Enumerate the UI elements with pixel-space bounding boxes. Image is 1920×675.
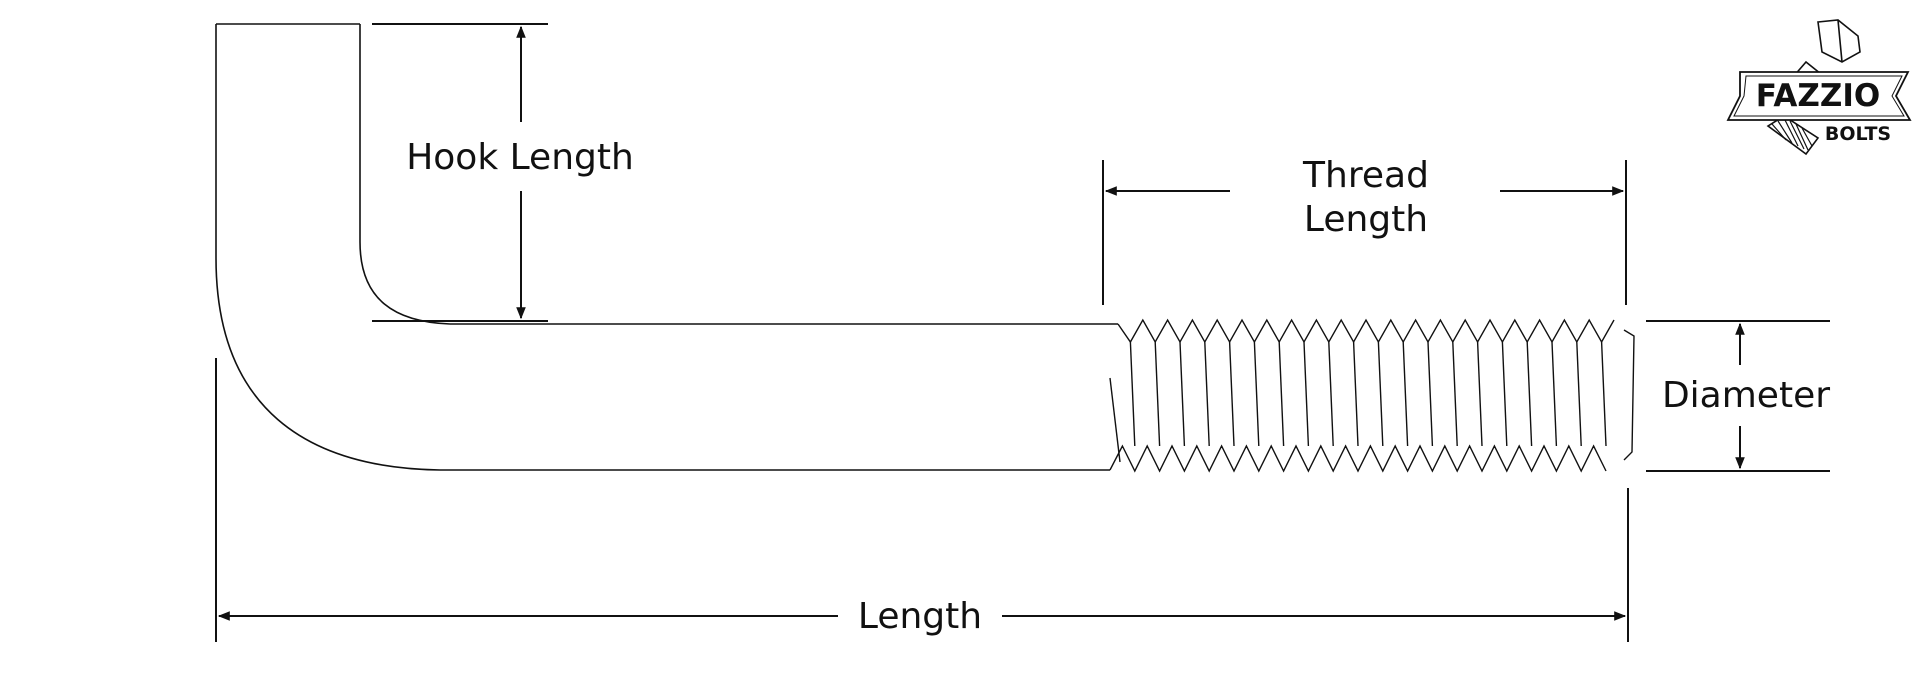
thread-flank-line: [1154, 341, 1161, 447]
thread-flank-line: [1576, 341, 1582, 447]
thread-flank-line: [1328, 341, 1334, 447]
thread-flank-line: [1228, 341, 1235, 447]
thread-flank-line: [1129, 341, 1136, 447]
thread-flank-line: [1303, 341, 1310, 447]
thread-flank-line: [1204, 341, 1210, 447]
thread-start-line: [1109, 377, 1121, 463]
bolt-body-outline: [215, 23, 1118, 471]
thread-length-dimension: [1102, 160, 1627, 305]
length-label: Length: [858, 596, 982, 637]
thread-flank-line: [1253, 341, 1260, 447]
thread-section: [1109, 318, 1635, 473]
bolt-logo-icon: [1726, 19, 1912, 156]
thread-flank-line: [1278, 341, 1285, 447]
thread-flank-line: [1501, 341, 1508, 447]
hook-length-label: Hook Length: [406, 137, 634, 178]
thread-flank-line: [1551, 341, 1558, 447]
thread-crest-bottom: [1109, 444, 1607, 473]
diameter-dimension: [1646, 320, 1830, 472]
diameter-label: Diameter: [1662, 375, 1830, 416]
thread-flank-line: [1377, 341, 1384, 447]
thread-flank-line: [1402, 341, 1409, 447]
thread-flank-line: [1452, 341, 1458, 447]
hook-length-dimension: [372, 23, 548, 322]
thread-length-label-line2: Length: [1304, 199, 1428, 240]
thread-flank-line: [1476, 341, 1483, 447]
thread-flank-line: [1179, 341, 1186, 447]
logo-sub-text: BOLTS: [1825, 123, 1891, 145]
thread-end-chamfer: [1623, 329, 1635, 461]
thread-flank-line: [1352, 341, 1359, 447]
thread-flank-line: [1427, 341, 1434, 447]
fazzio-bolts-logo: FAZZIO BOLTS: [1726, 19, 1912, 156]
thread-flank-line: [1600, 341, 1607, 447]
logo-brand-text: FAZZIO: [1756, 78, 1880, 114]
length-dimension: [215, 358, 1629, 642]
thread-crest-top: [1117, 318, 1615, 344]
thread-flank-line: [1526, 341, 1533, 447]
thread-length-label-line1: Thread: [1302, 155, 1429, 196]
